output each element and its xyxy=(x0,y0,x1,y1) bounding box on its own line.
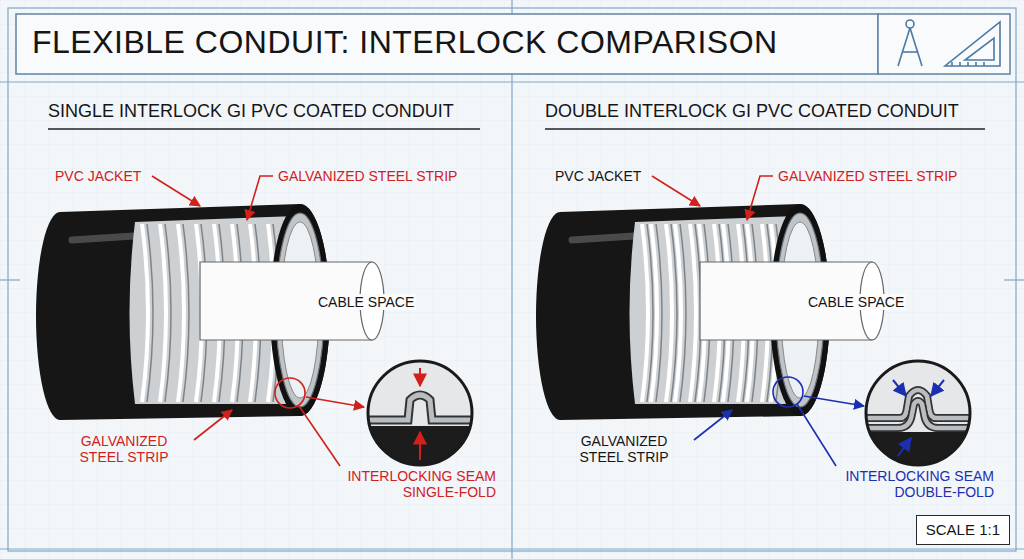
steel-strip-shadow xyxy=(680,224,686,402)
panel-subtitle: DOUBLE INTERLOCK GI PVC COATED CONDUIT xyxy=(545,101,959,122)
jacket-sheen xyxy=(72,236,134,240)
part-label-holder: GALVANIZED STEEL STRIP xyxy=(558,433,690,466)
icon-box xyxy=(878,14,1010,74)
seam-label-holder: INTERLOCKING SEAM DOUBLE-FOLD xyxy=(822,468,994,501)
steel-strip-shadow xyxy=(656,224,662,402)
panel-subtitle-holder: DOUBLE INTERLOCK GI PVC COATED CONDUIT xyxy=(545,101,959,122)
steel-strip-ring xyxy=(690,224,696,402)
part-label-holder: GALVANIZED STEEL STRIP xyxy=(778,167,957,185)
part-label-holder: GALVANIZED STEEL STRIP xyxy=(278,167,457,185)
panel-subtitle: SINGLE INTERLOCK GI PVC COATED CONDUIT xyxy=(48,101,454,122)
steel-strip-ring xyxy=(160,224,166,402)
steel-strip-shadow xyxy=(147,224,153,402)
steel-strip-shadow xyxy=(183,224,189,402)
subtitle-underlines xyxy=(48,128,985,129)
part-label: PVC JACKET xyxy=(55,168,141,184)
steel-strip-ring xyxy=(666,224,672,402)
part-label: GALVANIZED STEEL STRIP xyxy=(778,168,957,184)
seam-label: INTERLOCKING SEAM SINGLE-FOLD xyxy=(326,468,496,500)
scale-box: SCALE 1:1 xyxy=(916,515,1010,545)
part-label: GALVANIZED STEEL STRIP xyxy=(58,433,190,465)
steel-strip-ring xyxy=(651,224,657,402)
part-label: PVC JACKET xyxy=(555,168,641,184)
diagram-title-holder: FLEXIBLE CONDUIT: INTERLOCK COMPARISON xyxy=(32,24,778,61)
part-label: GALVANIZED STEEL STRIP xyxy=(558,433,690,465)
jacket-sheen xyxy=(572,236,634,240)
steel-strip-ring xyxy=(642,224,648,402)
part-label: CABLE SPACE xyxy=(806,294,906,310)
drafting-icons xyxy=(898,20,1000,66)
part-label-holder: CABLE SPACE xyxy=(316,293,416,311)
part-label-holder: GALVANIZED STEEL STRIP xyxy=(58,433,190,466)
panel-subtitle-holder: SINGLE INTERLOCK GI PVC COATED CONDUIT xyxy=(48,101,454,122)
steel-strip-ring xyxy=(142,224,148,402)
scale-text: SCALE 1:1 xyxy=(926,521,1000,538)
part-label-holder: CABLE SPACE xyxy=(806,293,906,311)
leader-lines-left xyxy=(152,176,364,466)
part-label-holder: PVC JACKET xyxy=(55,167,141,185)
steel-strip-shadow xyxy=(165,224,171,402)
part-label: CABLE SPACE xyxy=(316,294,416,310)
seam-label-holder: INTERLOCKING SEAM SINGLE-FOLD xyxy=(326,468,496,501)
steel-strip-ring xyxy=(675,224,681,402)
part-label-holder: PVC JACKET xyxy=(555,167,641,185)
title-box xyxy=(16,14,878,74)
seam-magnifier-single xyxy=(360,361,480,486)
part-label: GALVANIZED STEEL STRIP xyxy=(278,168,457,184)
seam-label: INTERLOCKING SEAM DOUBLE-FOLD xyxy=(822,468,994,500)
steel-strip-ring xyxy=(178,224,184,402)
diagram-title: FLEXIBLE CONDUIT: INTERLOCK COMPARISON xyxy=(32,24,778,61)
leader-lines-right xyxy=(652,176,864,466)
